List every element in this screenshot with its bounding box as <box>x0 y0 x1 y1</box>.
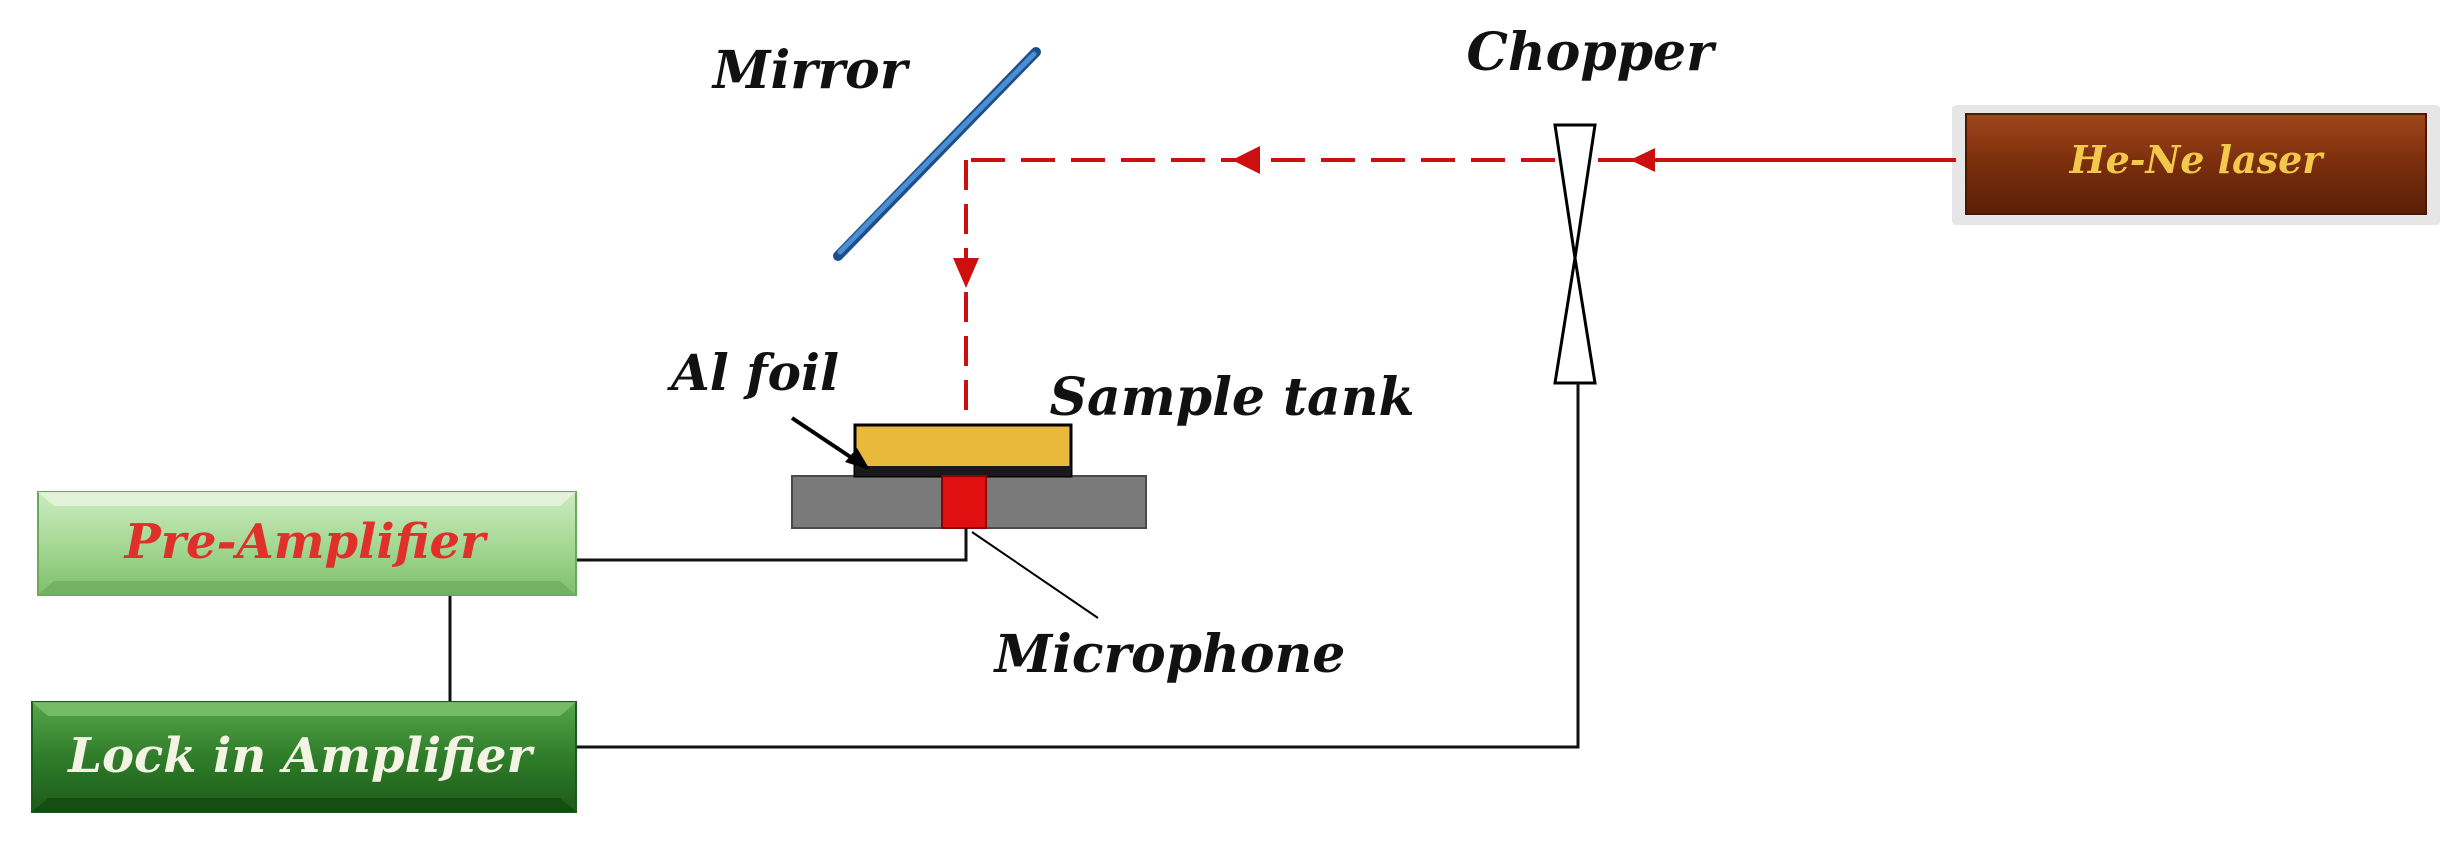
wire-lockin-to-chopper <box>576 383 1580 749</box>
laser-beam-chopped <box>953 146 1555 425</box>
he-ne-laser: He-Ne laser <box>1952 105 2440 225</box>
microphone-pointer <box>971 531 1099 619</box>
mirror-surface <box>837 51 1037 255</box>
pre-amplifier-box <box>37 491 577 596</box>
sample-tank-label: Sample tank <box>1049 367 1414 428</box>
pre-amplifier-bevel-top <box>38 492 576 506</box>
chopper-label: Chopper <box>1466 22 1717 83</box>
chopper-blade-bottom <box>1553 257 1597 385</box>
lock-in-box <box>31 701 577 813</box>
al-foil-annotation: Al foil <box>667 343 870 470</box>
beam-arrow-left-icon <box>1232 146 1260 174</box>
chopper-blade-top <box>1553 123 1597 259</box>
microphone <box>941 475 987 529</box>
wiring <box>448 383 1580 749</box>
lock-in-bevel-bottom <box>32 798 576 812</box>
lock-in-bevel-top <box>32 702 576 716</box>
laser-label: He-Ne laser <box>2069 137 2326 182</box>
lock-in-label: Lock in Amplifier <box>66 728 535 784</box>
al-foil-label: Al foil <box>667 343 839 402</box>
sample-tank: Sample tank <box>791 367 1415 529</box>
al-foil-arrow-icon <box>845 448 870 470</box>
pre-amplifier-bevel-bottom <box>38 581 576 595</box>
wire-microphone-to-preamp <box>576 528 968 562</box>
mirror: Mirror <box>711 40 1041 261</box>
pre-amplifier: Pre-Amplifier <box>37 491 577 596</box>
al-foil-layer <box>855 466 1071 476</box>
microphone-annotation: Microphone <box>971 531 1346 685</box>
laser-box <box>1965 113 2427 215</box>
microphone-label: Microphone <box>993 624 1346 685</box>
mirror-label: Mirror <box>711 40 911 101</box>
beam-arrow-icon <box>1630 148 1655 172</box>
chopper: Chopper <box>1466 22 1717 385</box>
laser-beam-solid <box>1598 148 1956 172</box>
al-foil-pointer <box>790 416 860 464</box>
beam-arrow-down-icon <box>953 258 979 288</box>
lock-in-amplifier: Lock in Amplifier <box>31 701 577 813</box>
pre-amplifier-label: Pre-Amplifier <box>123 514 489 570</box>
